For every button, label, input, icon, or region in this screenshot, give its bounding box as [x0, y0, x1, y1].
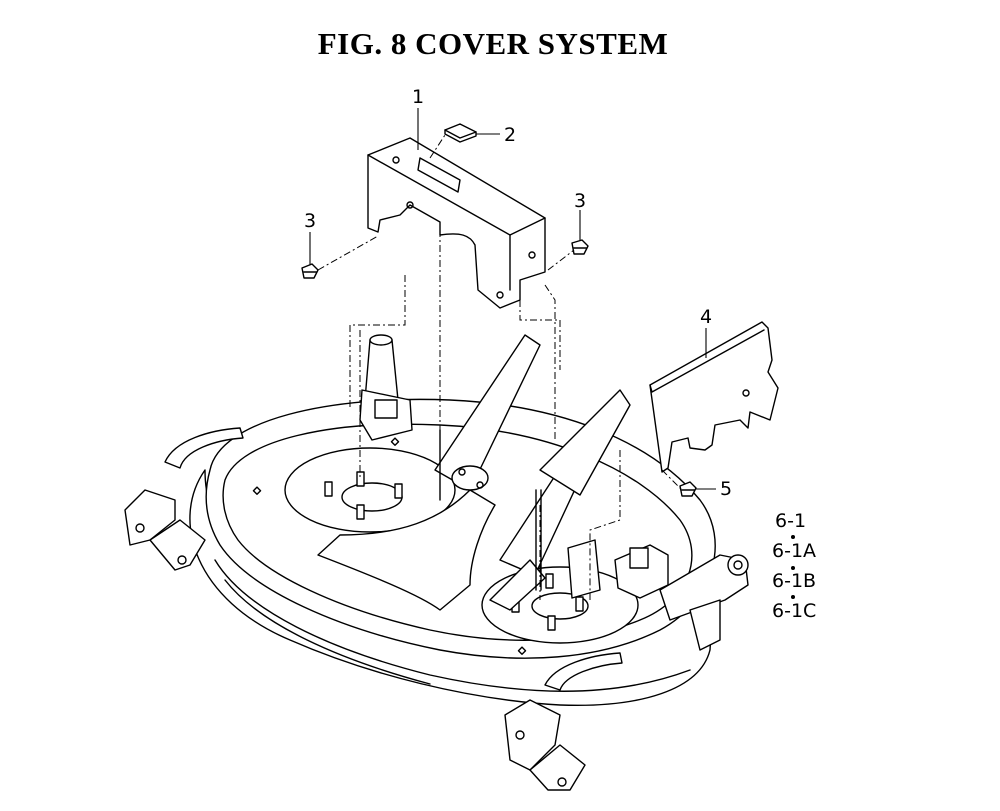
part-4-side-shield [649, 321, 779, 473]
series-dots [791, 535, 795, 599]
callout-3-right: 3 [574, 190, 587, 212]
callout-6-1c: 6-1C [772, 600, 817, 622]
callout-2: 2 [504, 124, 517, 146]
part-1-belt-cover [367, 137, 546, 309]
callout-6-1b: 6-1B [772, 570, 817, 592]
callout-4: 4 [700, 306, 713, 328]
callout-6-1a: 6-1A [772, 540, 817, 562]
part-2-decal [444, 123, 477, 143]
callout-6-1: 6-1 [775, 510, 807, 532]
anti-scalp-rollers [124, 427, 749, 791]
callout-leaders [309, 108, 716, 490]
figure-title: FIG. 8 COVER SYSTEM [317, 26, 669, 61]
callout-1: 1 [412, 86, 425, 108]
cutting-blades [317, 334, 631, 611]
part-3-bolts [301, 239, 589, 279]
callout-5: 5 [720, 478, 733, 500]
part-5-bolt [679, 481, 697, 497]
callout-3-left: 3 [304, 210, 317, 232]
spindle-brackets [359, 334, 669, 599]
assembly-lines [317, 134, 683, 600]
